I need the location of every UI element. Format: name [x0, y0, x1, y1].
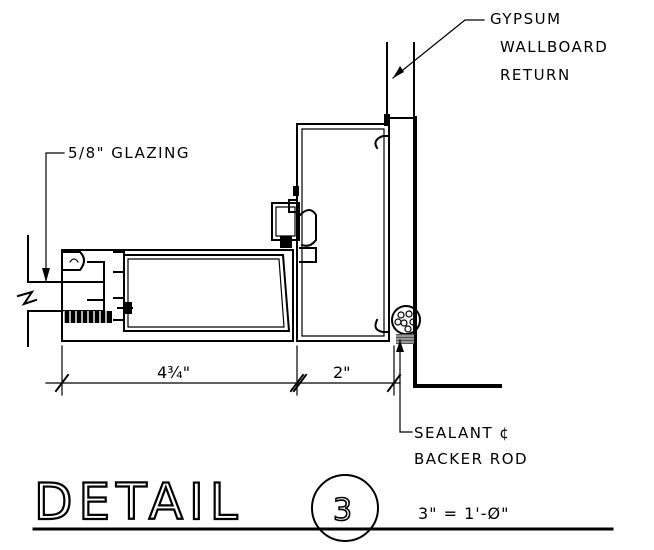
detail-number: 3: [333, 493, 352, 528]
glass-panel: [16, 235, 112, 347]
dimension-right: 2": [333, 363, 351, 382]
title-block: DETAIL 3 3" = 1'-Ø": [32, 472, 614, 542]
wall-structure: [386, 42, 502, 388]
dimension-lines: [45, 345, 402, 396]
detail-number-circle: [311, 474, 379, 542]
dimension-left: 4¾": [157, 363, 190, 382]
frame-section: [61, 249, 294, 342]
glazing-label: 5/8" GLAZING: [68, 144, 190, 162]
gaskets: [280, 114, 390, 248]
gypsum-label-line1: GYPSUM: [490, 10, 562, 28]
sealant-label-line2: BACKER ROD: [414, 450, 528, 468]
leader-lines: [42, 19, 485, 433]
setting-block: [63, 311, 112, 323]
gypsum-label-line2: WALLBOARD: [500, 38, 608, 56]
gypsum-label-line3: RETURN: [500, 66, 571, 84]
mullion-frame: [271, 123, 390, 342]
screw-icon: [117, 302, 133, 314]
detail-title: DETAIL: [34, 473, 244, 531]
drawing-scale: 3" = 1'-Ø": [418, 504, 509, 523]
sealant-label-line1: SEALANT ¢: [414, 424, 510, 442]
backer-rod-icon: [391, 305, 421, 344]
